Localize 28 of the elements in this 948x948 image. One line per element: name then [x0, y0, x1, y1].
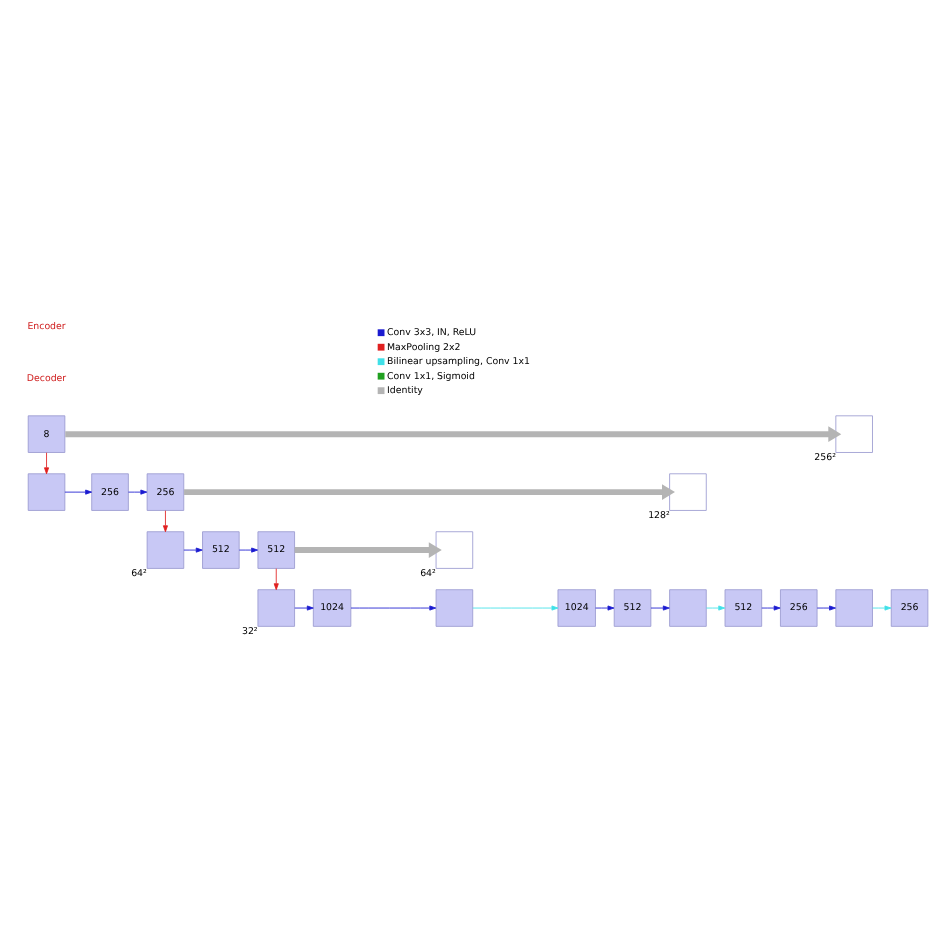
node-box	[669, 473, 707, 511]
arrow	[162, 510, 168, 533]
node-box	[146, 531, 185, 569]
node-box	[835, 589, 873, 627]
arrow	[350, 605, 437, 611]
arrow	[872, 605, 892, 611]
arrow	[294, 605, 314, 611]
node-box	[669, 589, 707, 627]
node-box	[435, 531, 474, 569]
arrow	[44, 452, 50, 475]
node-box	[27, 473, 66, 511]
arrow	[595, 605, 615, 611]
arrow	[273, 568, 279, 591]
arrow	[65, 426, 842, 443]
node-box	[835, 415, 873, 453]
arrow	[183, 547, 203, 553]
arrow	[761, 605, 781, 611]
arrow	[184, 484, 675, 501]
arrow	[816, 605, 836, 611]
arrow	[472, 605, 559, 611]
arrow	[705, 605, 726, 611]
arrow	[650, 605, 670, 611]
arrow	[238, 547, 258, 553]
node-box	[435, 589, 474, 627]
arrow	[294, 542, 442, 558]
node-box	[257, 589, 295, 627]
arrow	[64, 489, 93, 495]
arrow	[128, 489, 148, 495]
